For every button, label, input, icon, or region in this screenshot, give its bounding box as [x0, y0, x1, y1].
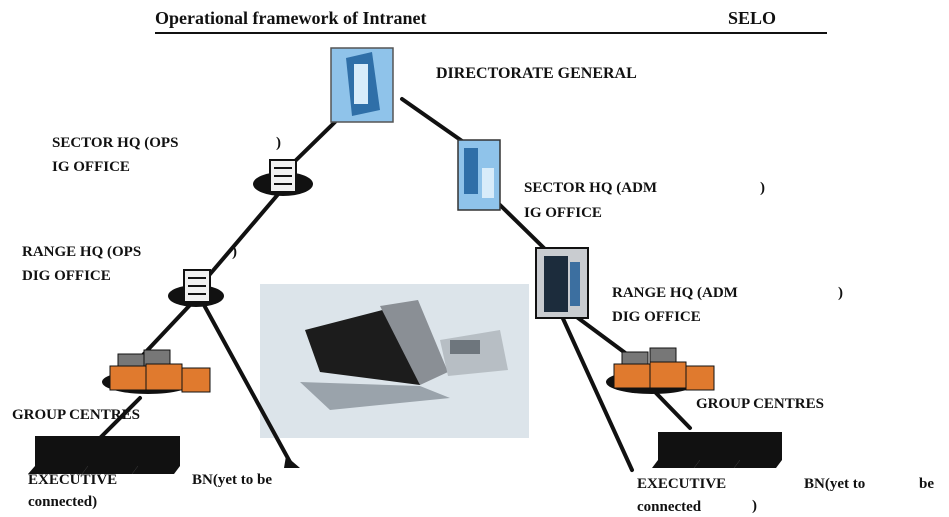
sector-adm-office: IG OFFICE [524, 205, 602, 221]
connected-right-label: connected [637, 499, 702, 515]
sector-adm-label: SECTOR HQ (ADM [524, 180, 658, 196]
bn-right-be: be [919, 476, 934, 492]
group-centres-left-label: GROUP CENTRES [12, 407, 140, 423]
executive-right-label: EXECUTIVE [637, 476, 727, 492]
group-centres-left-icon [102, 349, 211, 394]
sector-ops-office: IG OFFICE [52, 159, 130, 175]
range-ops-paren: ) [232, 244, 237, 260]
executive-terminals-left-icon [28, 436, 180, 474]
group-centres-right-icon [606, 347, 715, 394]
link-range-adm-executive [558, 310, 634, 472]
directorate-server-icon [330, 47, 394, 123]
org-name: SELO [728, 8, 777, 28]
link-range-ops-group [140, 303, 192, 358]
link-sector-adm-range-adm [498, 203, 550, 254]
sector-adm-server-icon [457, 139, 501, 211]
range-adm-office: DIG OFFICE [612, 309, 701, 325]
computer-photo [260, 284, 529, 438]
sector-ops-label: SECTOR HQ (OPS [52, 135, 179, 151]
link-sector-ops-range-ops [203, 190, 282, 282]
bn-right-label: BN(yet to [804, 476, 866, 492]
executive-left-label: EXECUTIVE [28, 472, 118, 488]
network-links [96, 97, 692, 472]
connected-right-paren: ) [752, 498, 757, 514]
sector-ops-paren: ) [276, 135, 281, 151]
range-adm-paren: ) [838, 285, 843, 301]
sector-adm-paren: ) [760, 180, 765, 196]
bn-left-label: BN(yet to be [192, 472, 272, 488]
connected-left-label: connected) [28, 494, 98, 510]
diagram-title: Operational framework of Intranet [155, 8, 427, 28]
range-ops-router-icon [168, 269, 224, 307]
range-ops-office: DIG OFFICE [22, 268, 111, 284]
sector-ops-router-icon [253, 159, 313, 196]
range-adm-label: RANGE HQ (ADM [612, 285, 738, 301]
page-title: Operational framework of Intranet SELO [155, 6, 827, 34]
group-centres-right-label: GROUP CENTRES [696, 396, 824, 412]
arrow-head [284, 456, 300, 468]
link-group-executive-left [96, 396, 142, 442]
range-ops-label: RANGE HQ (OPS [22, 244, 142, 260]
range-adm-server-icon [535, 247, 589, 319]
executive-terminals-right-icon [652, 432, 782, 468]
directorate-label: DIRECTORATE GENERAL [436, 65, 637, 82]
link-group-executive-right [653, 390, 692, 430]
link-range-adm-group [568, 310, 630, 357]
link-range-ops-bn [202, 303, 292, 464]
